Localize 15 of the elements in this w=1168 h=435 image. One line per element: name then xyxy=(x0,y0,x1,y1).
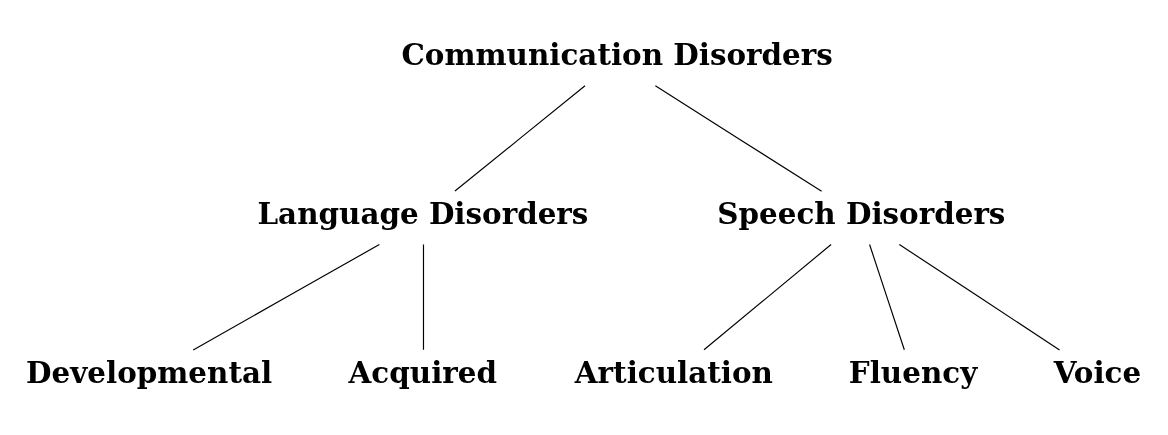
node-text: Communication Disorders xyxy=(401,36,833,72)
node-text: Speech Disorders xyxy=(717,195,1006,231)
node-text: Voice xyxy=(1053,354,1142,390)
node-text: Articulation xyxy=(574,354,773,390)
connector xyxy=(703,243,832,350)
connector xyxy=(869,243,905,350)
node-text: Fluency xyxy=(848,354,978,390)
connector xyxy=(654,84,823,192)
connector xyxy=(422,243,425,350)
node-text: Developmental xyxy=(26,354,273,390)
node-text: Language Disorders xyxy=(257,195,589,231)
connector xyxy=(898,243,1061,351)
connector xyxy=(454,84,586,192)
node-text: Acquired xyxy=(348,354,498,390)
connector xyxy=(192,243,380,351)
